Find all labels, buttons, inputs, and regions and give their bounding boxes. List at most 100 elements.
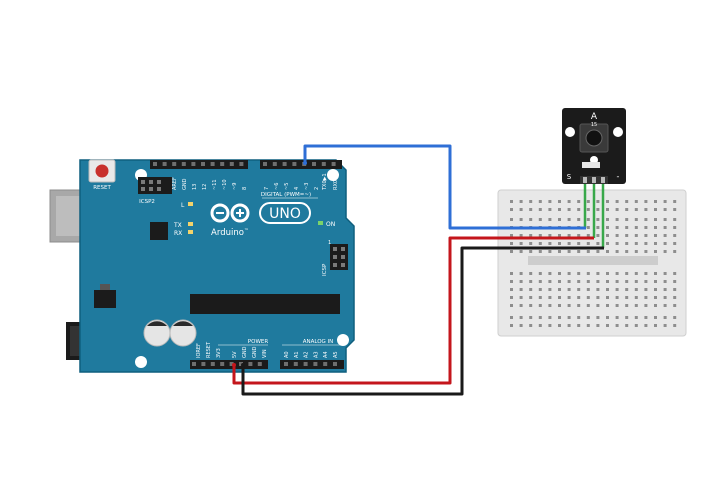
breadboard-hole [586, 200, 590, 203]
regulator-tab [100, 284, 110, 290]
header-pin [162, 162, 167, 166]
breadboard-hole [673, 234, 677, 237]
breadboard-hole [596, 200, 600, 203]
breadboard-hole [567, 280, 571, 283]
breadboard-hole [625, 288, 629, 291]
breadboard-hole [606, 226, 609, 229]
tx-led [188, 222, 193, 226]
breadboard-hole [663, 208, 667, 211]
digital-pin-label: ~11 [212, 179, 218, 190]
breadboard-hole [606, 234, 609, 237]
voltage-regulator [94, 290, 116, 308]
breadboard-hole [673, 272, 677, 275]
breadboard-hole [634, 226, 638, 229]
analog-pin-label: A4 [323, 351, 329, 358]
breadboard-hole [529, 250, 533, 253]
digital-pin-label: 8 [242, 187, 248, 190]
breadboard-hole [567, 208, 571, 211]
breadboard-hole [577, 324, 581, 327]
breadboard-hole [596, 226, 600, 229]
header-pin [201, 162, 205, 166]
breadboard-hole [510, 250, 513, 253]
analog-pin-label: A2 [304, 351, 310, 358]
breadboard-hole [673, 250, 677, 253]
breadboard-hole [529, 200, 533, 203]
digital-pin-label: ~10 [222, 179, 228, 190]
breadboard-hole [634, 324, 638, 327]
power-pin-label: VIN [262, 349, 268, 358]
breadboard-hole [654, 288, 657, 291]
breadboard-hole [596, 324, 600, 327]
breadboard-hole [567, 218, 571, 221]
breadboard-hole [606, 296, 609, 299]
breadboard-hole [654, 226, 657, 229]
breadboard-hole [538, 280, 542, 283]
breadboard-hole [548, 324, 552, 327]
breadboard-hole [654, 208, 657, 211]
breadboard-hole [634, 208, 638, 211]
digital-pin-label: ~9 [232, 183, 238, 190]
breadboard-hole [567, 242, 571, 245]
breadboard-hole [673, 296, 677, 299]
header-pin [181, 162, 186, 166]
analog-pin-label: A0 [284, 351, 290, 358]
breadboard-hole [596, 218, 600, 221]
breadboard-hole [548, 200, 552, 203]
on-label: ON [326, 221, 335, 228]
power-pin-label: RESET [206, 341, 212, 358]
breadboard-hole [625, 250, 629, 253]
breadboard-hole [586, 208, 590, 211]
power-header [190, 360, 268, 369]
breadboard-hole [615, 200, 619, 203]
analog-pin-label: A1 [294, 351, 300, 358]
breadboard-hole [654, 218, 657, 221]
logo-ring-right [230, 203, 250, 223]
breadboard-hole [567, 272, 571, 275]
breadboard-hole [538, 234, 542, 237]
breadboard-hole [510, 208, 513, 211]
breadboard-hole [558, 304, 561, 307]
sensor-top-label: A [591, 112, 598, 122]
breadboard-hole [654, 304, 657, 307]
breadboard-hole [529, 324, 533, 327]
breadboard-hole [644, 208, 648, 211]
breadboard-hole [586, 250, 590, 253]
uno-badge [259, 202, 311, 224]
header-pin [220, 362, 225, 366]
breadboard-hole [663, 296, 667, 299]
breadboard-center-channel [528, 256, 658, 265]
breadboard-hole [538, 208, 542, 211]
power-pin-label: GND [242, 346, 248, 358]
breadboard-hole [634, 288, 638, 291]
digital-pin-label: ~5 [284, 183, 290, 190]
header-pin [323, 362, 328, 366]
breadboard-hole [510, 242, 513, 245]
breadboard-hole [586, 234, 590, 237]
breadboard-hole [558, 234, 561, 237]
power-pin-label: 5V [232, 351, 238, 358]
breadboard-hole [519, 272, 523, 275]
icsp-pin1-label: 1 [328, 240, 331, 246]
power-pin-label: GND [252, 346, 258, 358]
breadboard-hole [596, 280, 600, 283]
rx-led [188, 230, 193, 234]
digital-pin-label: 12 [202, 184, 208, 190]
breadboard-hole [615, 250, 619, 253]
breadboard-hole [519, 288, 523, 291]
bottom-header-pins [192, 362, 337, 366]
breadboard-hole [558, 250, 561, 253]
breadboard-hole [673, 218, 677, 221]
digital-pin-label: 7 [264, 187, 270, 190]
breadboard-hole [577, 272, 581, 275]
header-pin [220, 162, 225, 166]
sensor-sub-label: 15 [591, 122, 597, 128]
breadboard-hole [510, 218, 513, 221]
digital-header-right [260, 160, 342, 169]
header-pin [172, 162, 177, 166]
breadboard-hole [586, 272, 590, 275]
capacitor-mark [173, 321, 193, 326]
breadboard-hole [644, 304, 648, 307]
